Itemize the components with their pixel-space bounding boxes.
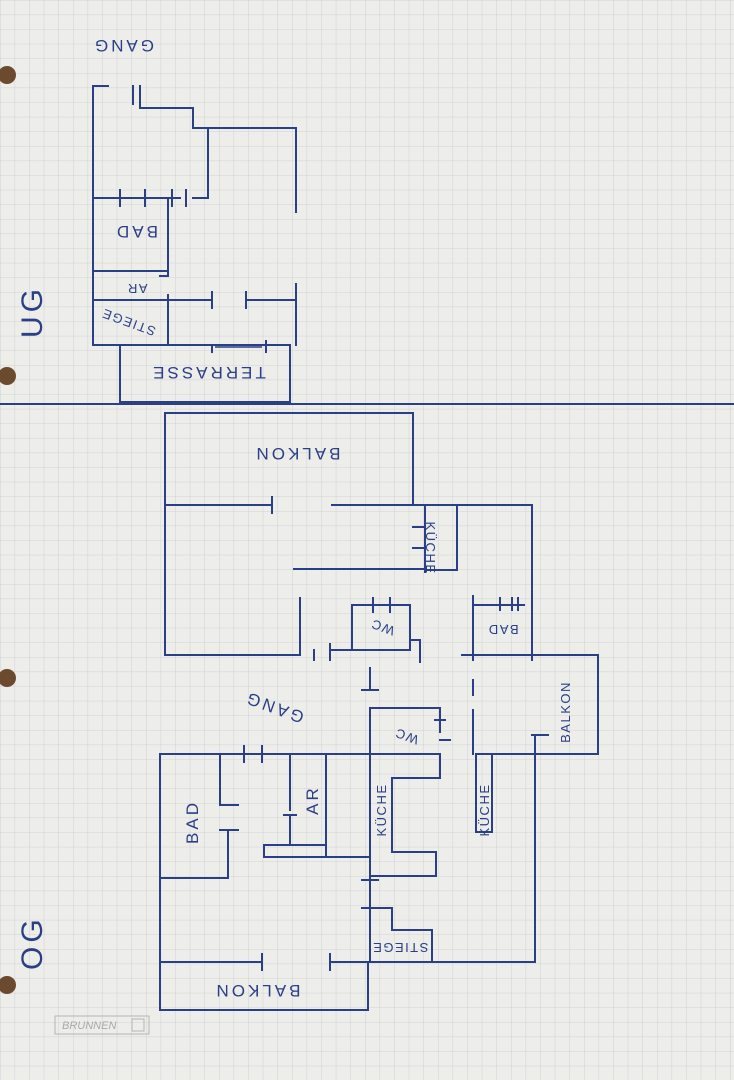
binder-hole <box>0 669 16 687</box>
room-og-balkon-right: BALKON <box>558 681 573 743</box>
floor-label-og: OG <box>16 915 49 970</box>
room-og-balkon-bottom: BALKON <box>214 981 301 1000</box>
og-plan <box>159 412 599 1011</box>
room-ug-ar: AR <box>126 281 147 296</box>
room-og-kueche-mid: KÜCHE <box>374 783 389 836</box>
brand-logo: BRUNNEN <box>54 1015 150 1035</box>
room-ug-terrasse: TERRASSE <box>150 363 266 382</box>
room-og-kueche-top: KÜCHE <box>423 521 438 574</box>
binder-hole <box>0 976 16 994</box>
binder-hole <box>0 66 16 84</box>
brand-name: BRUNNEN <box>62 1020 116 1032</box>
ug-plan <box>92 85 297 403</box>
room-og-ar: AR <box>303 785 322 815</box>
room-ug-bad: BAD <box>114 222 158 241</box>
room-ug-gang: GANG <box>92 36 154 55</box>
floor-label-ug: UG <box>16 285 49 338</box>
room-og-bad-right: BAD <box>487 622 518 637</box>
room-og-kueche-right: KÜCHE <box>477 783 492 836</box>
room-og-bad-left: BAD <box>183 800 202 844</box>
binder-hole <box>0 367 16 385</box>
room-og-stiege: STIEGE <box>372 940 429 955</box>
room-og-balkon-top: BALKON <box>254 444 341 463</box>
